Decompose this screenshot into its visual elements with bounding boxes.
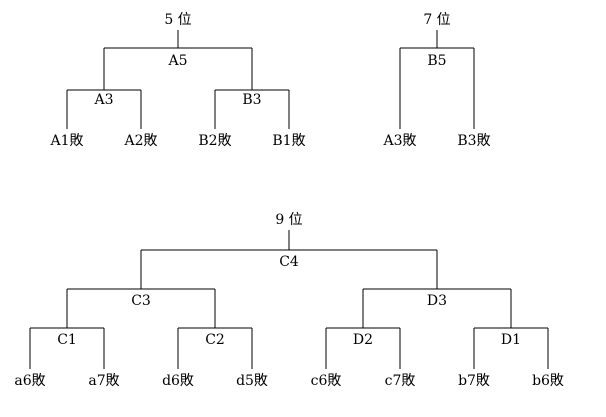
entrant-label: c7敗	[385, 373, 416, 389]
match-label-C4: C4	[279, 254, 299, 270]
match-label-A3: A3	[93, 92, 113, 108]
bracket-title-place7: 7 位	[423, 12, 450, 28]
match-label-D2: D2	[353, 332, 373, 348]
entrant-label: A1敗	[49, 133, 83, 149]
match-label-B3: B3	[242, 92, 261, 108]
match-label-D1: D1	[501, 332, 521, 348]
entrant-label: B2敗	[198, 133, 231, 149]
entrant-label: d6敗	[162, 373, 194, 389]
entrant-label: b7敗	[458, 373, 490, 389]
entrant-label: b6敗	[532, 373, 564, 389]
match-label-B5: B5	[427, 53, 446, 69]
entrant-label: A2敗	[123, 133, 157, 149]
match-label-A5: A5	[167, 53, 187, 69]
entrant-label: a6敗	[14, 373, 45, 389]
bracket-title-place9: 9 位	[275, 212, 302, 228]
entrant-label: B1敗	[272, 133, 305, 149]
entrant-label: a7敗	[88, 373, 119, 389]
bracket-place9: 9 位 C4 C3 C1 C2 D3 D2 D1	[14, 212, 564, 389]
match-label-C2: C2	[205, 332, 225, 348]
entrant-label: d5敗	[236, 373, 268, 389]
match-label-D3: D3	[427, 293, 447, 309]
match-label-C1: C1	[57, 332, 77, 348]
entrant-label: A3敗	[382, 133, 416, 149]
match-label-C3: C3	[131, 293, 151, 309]
bracket-place5: 5 位 A5 A3 B3 A1敗 A2敗 B2敗 B1敗	[49, 12, 305, 149]
entrant-label: B3敗	[457, 133, 490, 149]
bracket-title-place5: 5 位	[164, 12, 191, 28]
entrant-label: c6敗	[311, 373, 342, 389]
bracket-place7: 7 位 B5 A3敗 B3敗	[382, 12, 490, 149]
